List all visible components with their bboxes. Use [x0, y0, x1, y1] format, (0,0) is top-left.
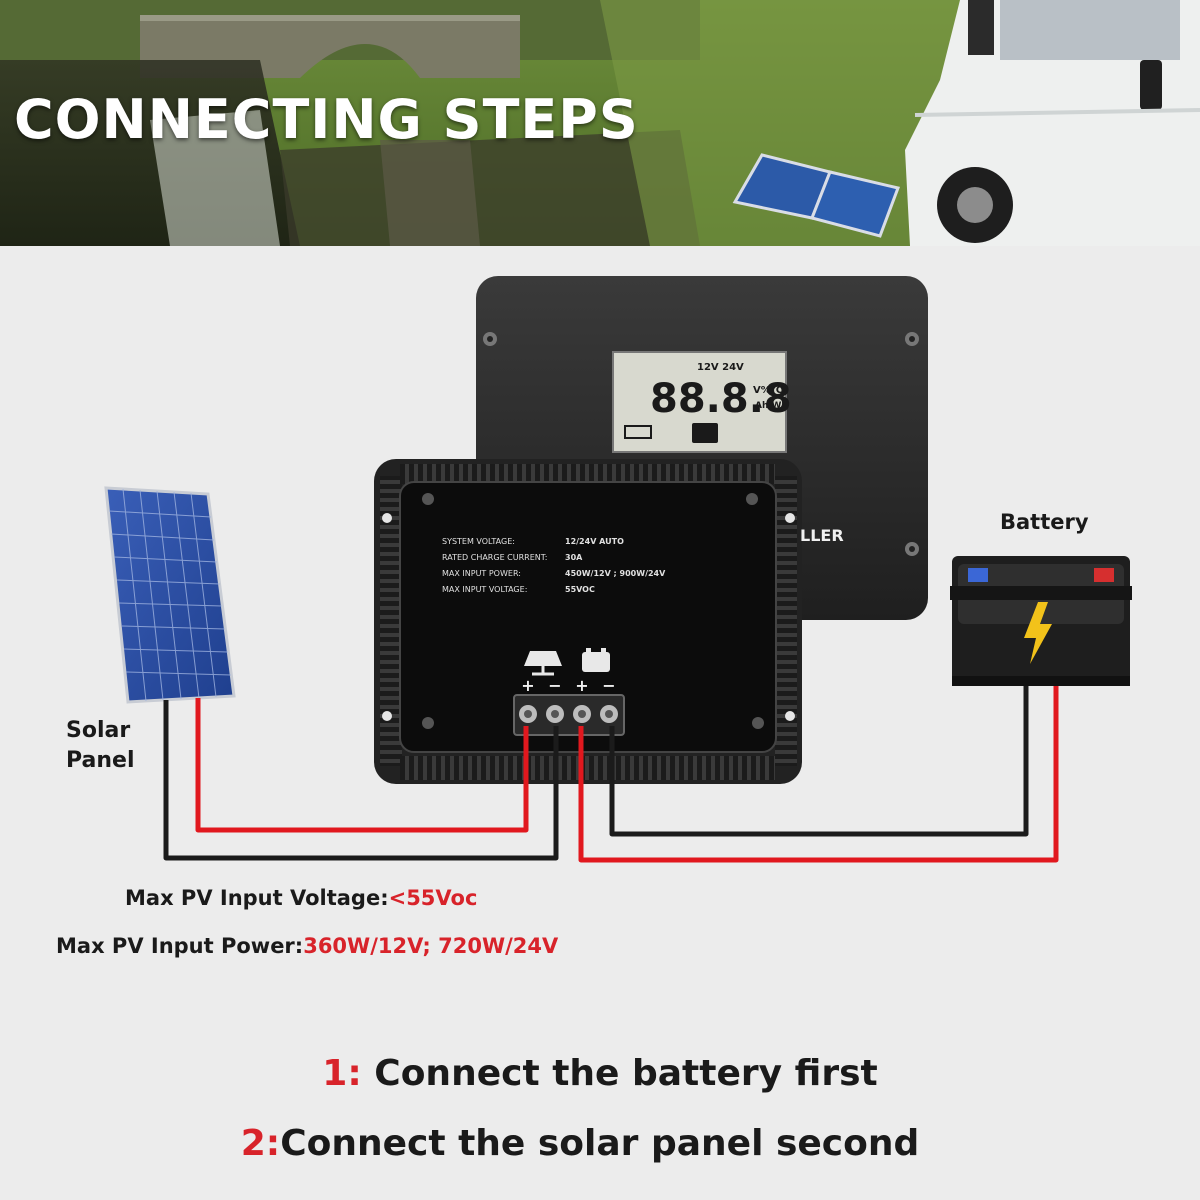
- solar-panel-label-line1: Solar: [66, 718, 131, 743]
- battery-terminal-icon: [582, 648, 610, 672]
- small-solar-panel-icon: [732, 153, 901, 238]
- step-text: Connect the battery first: [361, 1053, 878, 1094]
- step-number: 1:: [322, 1053, 362, 1094]
- spec-name: SYSTEM VOLTAGE:: [442, 537, 515, 546]
- spec-value: 55VOC: [565, 585, 595, 594]
- pv-power-value: 360W/12V; 720W/24V: [303, 934, 559, 958]
- solar-panel-label-line2: Panel: [66, 748, 135, 773]
- battery-label: Battery: [1000, 510, 1089, 534]
- controller-back-label: LLER: [800, 526, 844, 545]
- solar-positive-wire: [195, 698, 529, 833]
- spec-name: MAX INPUT POWER:: [442, 569, 521, 578]
- pv-voltage-note: Max PV Input Voltage:<55Voc: [125, 886, 477, 910]
- wiring-diagram: LLER 12V 24V 88.8.8 V%°C Ah Wh SYSTEM VO…: [0, 246, 1200, 1200]
- lcd-units-bottom: Ah Wh: [755, 401, 788, 411]
- solar-panel-label: Solar Panel: [66, 716, 156, 776]
- battery-positive-wire: [578, 686, 1059, 863]
- header-banner: CONNECTING STEPS: [0, 0, 1200, 246]
- battery-icon: [950, 556, 1132, 686]
- wires: [163, 686, 1059, 863]
- spec-value: 30A: [565, 553, 583, 562]
- solar-terminal-icon: [524, 651, 562, 676]
- battery-minus-sign: −: [602, 676, 615, 695]
- step-text: Connect the solar panel second: [280, 1123, 920, 1164]
- page-title: CONNECTING STEPS: [14, 88, 639, 151]
- spec-value: 12/24V AUTO: [565, 537, 624, 546]
- lcd-battery-icon: [692, 423, 718, 443]
- landscape-photo: [0, 0, 1200, 246]
- step-1: 1: Connect the battery first: [0, 1053, 1200, 1094]
- spec-name: RATED CHARGE CURRENT:: [442, 553, 547, 562]
- pv-power-note: Max PV Input Power:360W/12V; 720W/24V: [56, 934, 558, 958]
- solar-negative-wire: [163, 700, 559, 861]
- lcd-display: 12V 24V 88.8.8 V%°C Ah Wh: [624, 362, 792, 443]
- pv-power-label: Max PV Input Power:: [56, 934, 304, 958]
- controller-rear-unit: [374, 459, 802, 784]
- spec-value: 450W/12V ; 900W/24V: [565, 569, 666, 578]
- step-2: 2:Connect the solar panel second: [0, 1123, 1160, 1164]
- wiring-graphics: LLER 12V 24V 88.8.8 V%°C Ah Wh SYSTEM VO…: [104, 276, 1132, 863]
- controller-spec-block: SYSTEM VOLTAGE: 12/24V AUTO RATED CHARGE…: [442, 537, 666, 594]
- rv-vehicle-icon: [905, 0, 1200, 246]
- pv-voltage-value: <55Voc: [388, 886, 478, 910]
- solar-panel: [104, 486, 236, 704]
- spec-name: MAX INPUT VOLTAGE:: [442, 585, 527, 594]
- lcd-units-top: V%°C: [753, 385, 783, 396]
- battery-plus-sign: +: [575, 676, 588, 695]
- solar-minus-sign: −: [548, 676, 561, 695]
- battery-negative-wire: [609, 686, 1029, 837]
- lcd-voltage-indicator: 12V 24V: [697, 362, 744, 373]
- lcd-digits: 88.8.8: [650, 376, 792, 422]
- solar-plus-sign: +: [521, 676, 534, 695]
- step-number: 2:: [240, 1123, 281, 1164]
- pv-voltage-label: Max PV Input Voltage:: [125, 886, 389, 910]
- terminal-signs: + − + −: [521, 676, 615, 695]
